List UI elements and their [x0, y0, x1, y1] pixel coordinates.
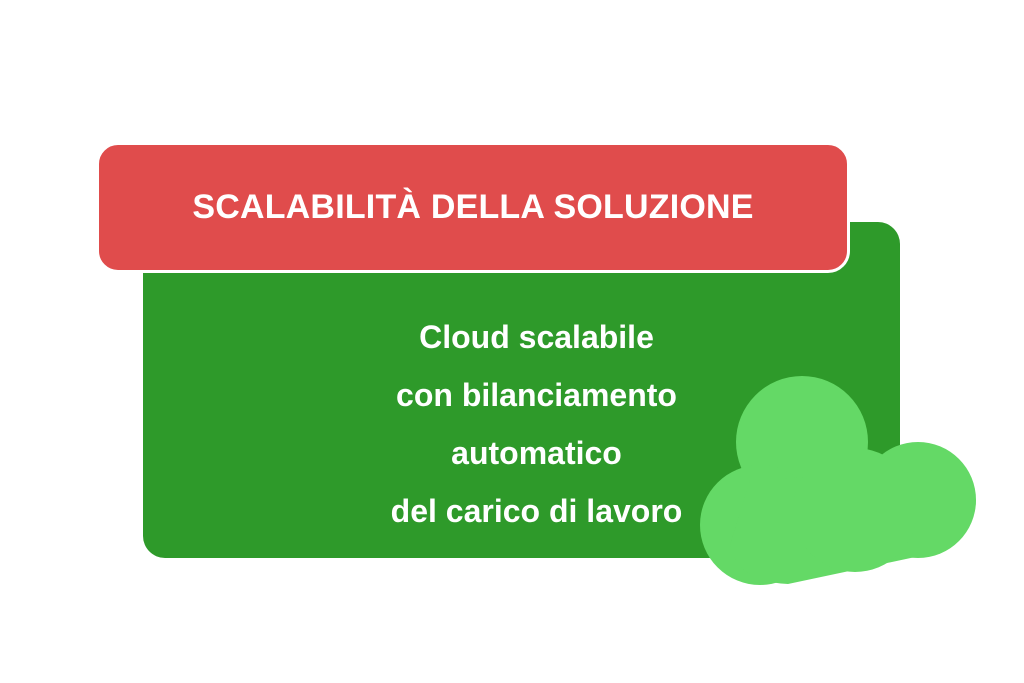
description-line-4: del carico di lavoro — [390, 493, 683, 529]
section-title: SCALABILITÀ DELLA SOLUZIONE — [192, 188, 754, 226]
description-line-1: Cloud scalabile — [419, 319, 654, 355]
cloud-icon — [700, 376, 976, 585]
description-line-3: automatico — [451, 435, 622, 471]
description-text: Cloud scalabile con bilanciamento automa… — [143, 308, 900, 540]
description-line-2: con bilanciamento — [396, 377, 677, 413]
section-title-banner: SCALABILITÀ DELLA SOLUZIONE — [96, 142, 850, 273]
